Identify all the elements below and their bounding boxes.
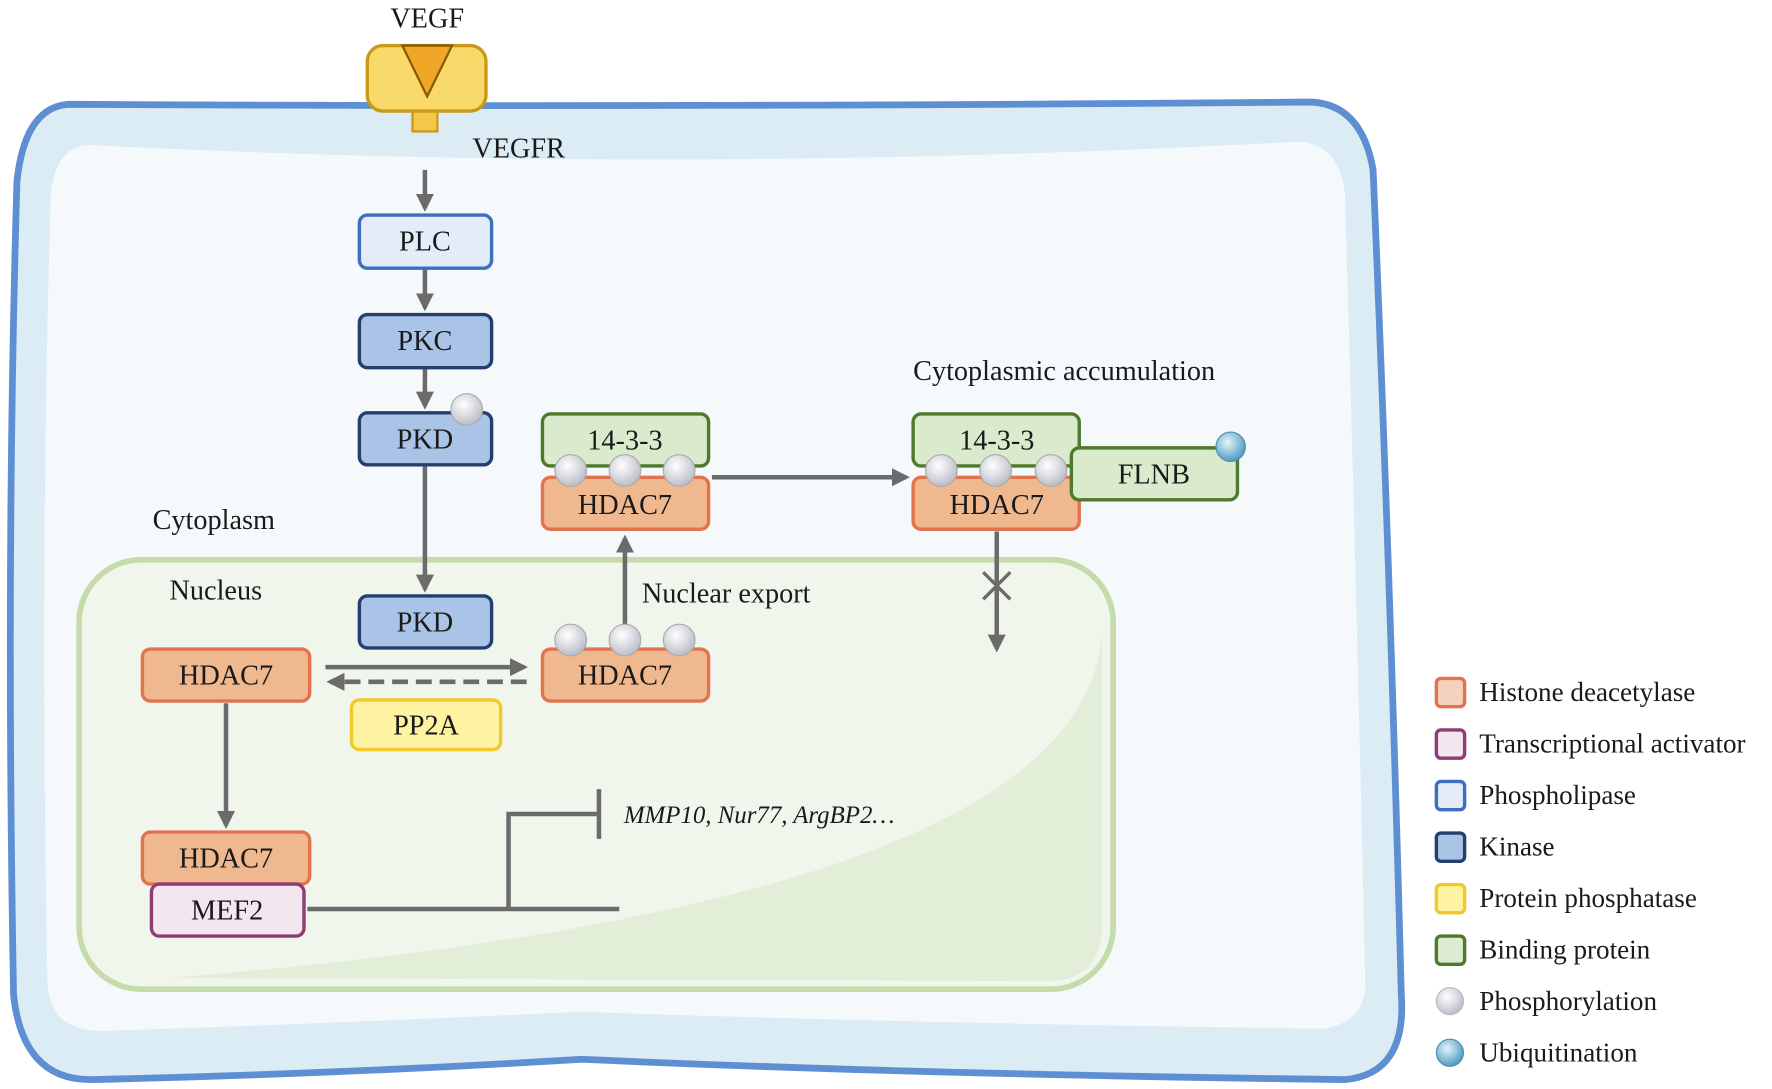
node-hdac7-cytoplasm-left: HDAC7 <box>540 454 711 531</box>
svg-text:HDAC7: HDAC7 <box>578 661 672 692</box>
svg-text:HDAC7: HDAC7 <box>179 844 273 875</box>
ubiquitination-icon <box>1215 431 1246 463</box>
phosphorylation-icon <box>450 393 484 426</box>
svg-text:PP2A: PP2A <box>393 710 460 741</box>
node-pp2a: PP2A <box>349 698 503 752</box>
phosphorylation-right-group <box>924 454 1068 487</box>
legend-swatch-icon <box>1434 779 1467 812</box>
legend-swatch-icon <box>1435 987 1465 1016</box>
svg-text:PKD: PKD <box>397 424 454 455</box>
legend-swatch-icon <box>1434 831 1467 863</box>
phosphorylation-icon <box>554 454 588 487</box>
vegf-label: VEGF <box>390 3 464 34</box>
legend-swatch-icon <box>1434 728 1467 760</box>
legend-label: Phosphorylation <box>1479 986 1657 1016</box>
node-hdac7-nucleus-left: HDAC7 <box>140 647 312 703</box>
phosphorylation-icon <box>662 454 696 487</box>
legend-item: Phospholipase <box>1434 779 1636 812</box>
legend-item: Transcriptional activator <box>1434 728 1746 760</box>
node-hdac7-nucleus-phosphorylated: HDAC7 <box>540 623 711 703</box>
legend-item: Histone deacetylase <box>1434 676 1695 709</box>
target-genes-label: MMP10, Nur77, ArgBP2… <box>623 802 895 829</box>
legend-label: Kinase <box>1479 832 1554 862</box>
nucleus-label: Nucleus <box>170 575 263 606</box>
svg-text:HDAC7: HDAC7 <box>179 661 273 692</box>
vegfr-label: VEGFR <box>472 133 565 164</box>
legend-label: Binding protein <box>1479 935 1650 965</box>
svg-text:14-3-3: 14-3-3 <box>959 426 1034 457</box>
node-14-3-3-right: 14-3-3 <box>911 412 1081 468</box>
nucleus-shade <box>169 633 1102 982</box>
node-pkd-nucleus: PKD <box>357 594 494 650</box>
legend-swatch-icon <box>1434 882 1467 915</box>
legend-swatch-icon <box>1434 676 1467 709</box>
phosphorylation-icon <box>608 454 642 487</box>
svg-text:PKC: PKC <box>397 326 452 357</box>
svg-text:FLNB: FLNB <box>1118 459 1190 490</box>
legend-label: Protein phosphatase <box>1479 883 1697 913</box>
nuclear-export-label: Nuclear export <box>642 579 811 610</box>
cytoplasmic-accumulation-label: Cytoplasmic accumulation <box>913 356 1215 387</box>
arrows <box>216 169 1012 912</box>
svg-text:HDAC7: HDAC7 <box>950 490 1044 521</box>
svg-text:PLC: PLC <box>399 227 451 258</box>
legend-swatch-icon <box>1434 934 1467 967</box>
legend-swatch-icon <box>1435 1038 1465 1067</box>
legend-item: Binding protein <box>1434 934 1651 967</box>
node-pkd-cytoplasm: PKD <box>357 393 494 467</box>
legend-item: Phosphorylation <box>1435 986 1657 1016</box>
legend-item: Kinase <box>1434 831 1555 863</box>
legend-label: Phospholipase <box>1479 780 1636 810</box>
phosphorylation-icon <box>554 623 588 657</box>
phosphorylation-icon <box>1034 454 1068 487</box>
legend-label: Ubiquitination <box>1479 1038 1638 1068</box>
node-plc: PLC <box>357 213 494 270</box>
node-flnb: FLNB <box>1069 431 1246 502</box>
cytoplasm-label: Cytoplasm <box>153 505 275 536</box>
phosphorylation-icon <box>608 623 642 657</box>
svg-text:MEF2: MEF2 <box>191 896 263 927</box>
legend-item: Ubiquitination <box>1435 1038 1638 1068</box>
node-hdac7-mef2: HDAC7 <box>140 830 312 886</box>
node-pkc: PKC <box>357 312 494 370</box>
legend-label: Histone deacetylase <box>1479 677 1695 707</box>
svg-text:HDAC7: HDAC7 <box>578 490 672 521</box>
phosphorylation-icon <box>979 454 1013 487</box>
legend-item: Protein phosphatase <box>1434 882 1697 915</box>
legend-label: Transcriptional activator <box>1479 729 1745 759</box>
svg-text:14-3-3: 14-3-3 <box>587 426 662 457</box>
phosphorylation-icon <box>924 454 958 487</box>
vegfr-receptor-icon <box>365 43 488 133</box>
phosphorylation-icon <box>662 623 696 657</box>
svg-text:PKD: PKD <box>397 608 454 639</box>
node-mef2: MEF2 <box>149 882 306 938</box>
